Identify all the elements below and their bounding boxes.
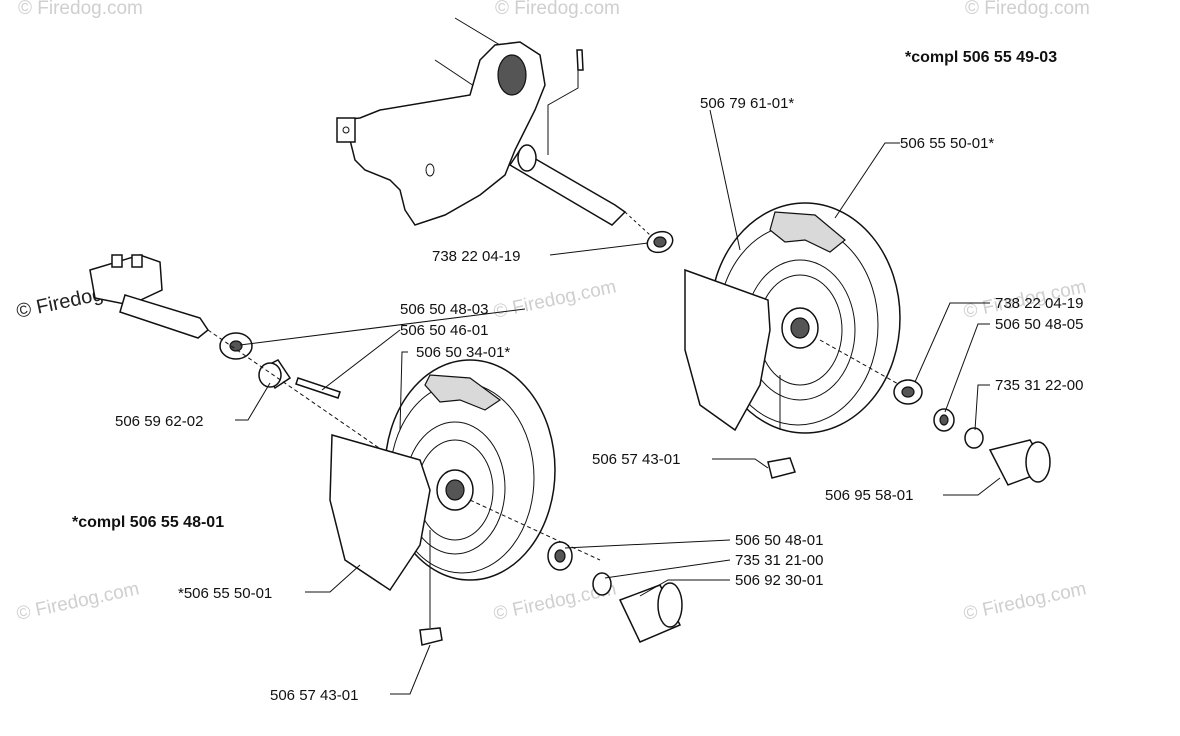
circlip-00 <box>964 427 984 449</box>
right-clip <box>767 457 796 479</box>
part-label: 738 22 04-19 <box>432 248 520 265</box>
bearing-bore <box>653 236 667 248</box>
axle-shaft-end <box>517 144 537 172</box>
left-hub-bore <box>445 479 465 501</box>
part-label: 506 50 34-01* <box>416 344 510 361</box>
left-handle <box>424 374 502 411</box>
assembly-label-left: *compl 506 55 48-01 <box>72 514 224 531</box>
cap-58-face <box>1025 441 1051 483</box>
part-label: 506 50 46-01 <box>400 322 488 339</box>
bracket-hole <box>497 54 527 96</box>
spindle-shaft <box>119 294 210 339</box>
leader-lines <box>235 109 1001 695</box>
part-label: 506 57 43-01 <box>592 451 680 468</box>
left-clip <box>419 627 443 646</box>
left-cover <box>329 434 431 592</box>
axle-shaft <box>508 148 627 226</box>
watermark-text: © Firedog.com <box>15 578 142 625</box>
part-label: 506 57 43-01 <box>270 687 358 704</box>
part-label: 506 50 48-03 <box>400 301 488 318</box>
watermark-text: © Firedog.com <box>18 0 143 19</box>
right-hub-bore <box>790 317 810 339</box>
circlip-01 <box>592 572 612 596</box>
cap-01-face <box>657 582 683 628</box>
part-label: 735 31 21-00 <box>735 552 823 569</box>
spindle-drawing <box>89 254 441 491</box>
assembly-label-right: *compl 506 55 49-03 <box>905 49 1057 66</box>
part-label: 506 50 48-01 <box>735 532 823 549</box>
washer-left-bore <box>229 340 243 352</box>
spindle-bolt <box>111 254 123 268</box>
part-label: 506 92 30-01 <box>735 572 823 589</box>
part-label: *506 55 50-01 <box>178 585 272 602</box>
watermark-text: © Firedog.com <box>965 0 1090 19</box>
watermark-text: © Firedog.com <box>495 0 620 19</box>
part-label: 506 79 61-01* <box>700 95 794 112</box>
part-label: 506 59 62-02 <box>115 413 203 430</box>
spindle-bolt <box>131 254 143 268</box>
part-label: 506 55 50-01* <box>900 135 994 152</box>
part-label: 506 50 48-05 <box>995 316 1083 333</box>
part-label: 735 31 22-00 <box>995 377 1083 394</box>
right-cover <box>684 268 771 432</box>
watermark-text: © Firedog.com <box>492 276 619 323</box>
tab-hole <box>342 126 350 134</box>
bracket-tab <box>336 117 356 143</box>
right-wheel-drawing <box>684 202 1051 486</box>
spacer-left-end <box>258 362 282 388</box>
callout-labels: *compl 506 55 49-03 *compl 506 55 48-01 … <box>72 49 1083 704</box>
part-label: 738 22 04-19 <box>995 295 1083 312</box>
axle-bracket <box>338 41 546 226</box>
part-label: 506 95 58-01 <box>825 487 913 504</box>
watermark-text: © Firedog.com <box>962 578 1089 625</box>
roll-pin <box>576 49 584 71</box>
right-handle <box>769 211 846 253</box>
axle-bracket-drawing <box>336 17 674 254</box>
left-wheel-drawing <box>329 359 683 646</box>
bracket-small-hole <box>425 163 435 177</box>
